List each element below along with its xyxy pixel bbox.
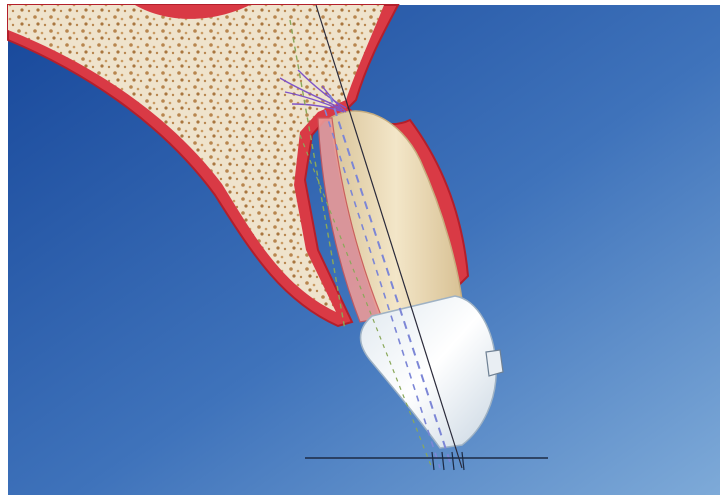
crown-bracket [486,350,503,376]
